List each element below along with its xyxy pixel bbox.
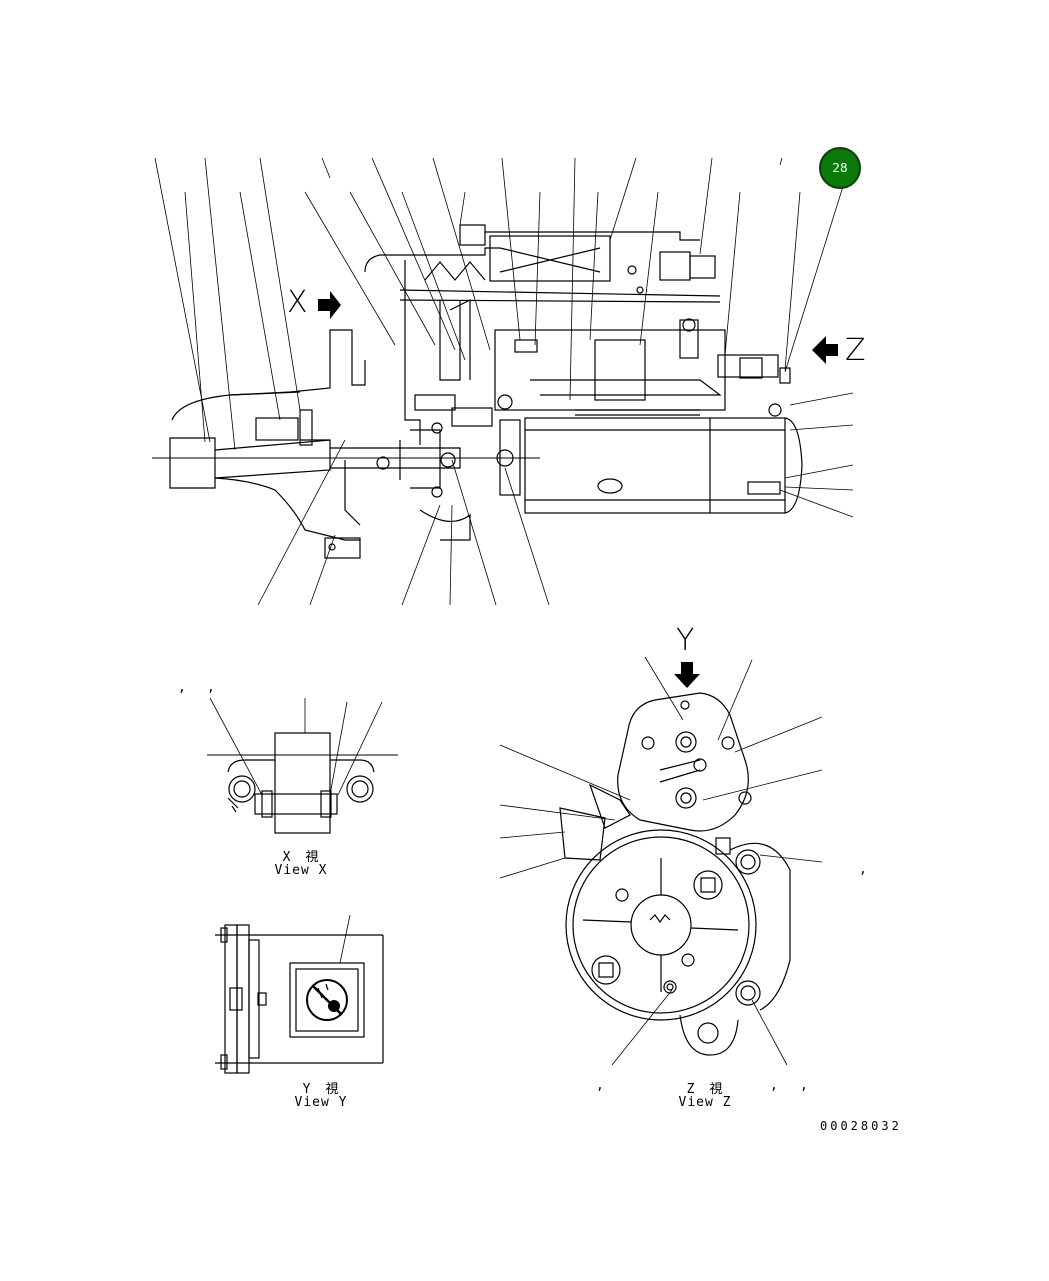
- view-y-caption-jp: Y 視: [302, 1082, 340, 1097]
- view-marker-x: X: [287, 285, 308, 320]
- separator: ,: [800, 1078, 808, 1093]
- view-y-drawing: [215, 914, 384, 1074]
- arrow-right-icon: [318, 291, 341, 319]
- leader-lines-bottom: [257, 392, 854, 606]
- main-side-view: [152, 224, 803, 559]
- separator: ,: [596, 1078, 604, 1093]
- separator: ,: [859, 862, 867, 877]
- view-x-caption: View X: [274, 863, 328, 878]
- separator: ,: [770, 1078, 778, 1093]
- view-y-caption: View Y: [294, 1095, 348, 1110]
- view-marker-y: Y: [676, 623, 695, 658]
- view-z-caption-jp: Z 視: [686, 1082, 724, 1097]
- view-marker-z: Z: [845, 333, 866, 368]
- leader-lines-top: [154, 157, 846, 451]
- separator: ,: [178, 680, 186, 695]
- view-x-caption-jp: X 視: [282, 850, 320, 865]
- view-z-caption: View Z: [678, 1095, 732, 1110]
- arrow-left-icon: [812, 336, 838, 364]
- drawing-number: 00028032: [820, 1119, 902, 1133]
- arrow-down-icon: [674, 662, 700, 688]
- view-z-drawing: [499, 656, 823, 1066]
- callout-badge[interactable]: 28: [819, 147, 861, 189]
- separator: ,: [207, 680, 215, 695]
- no-water-icon: [306, 979, 348, 1021]
- view-x-drawing: [207, 697, 398, 834]
